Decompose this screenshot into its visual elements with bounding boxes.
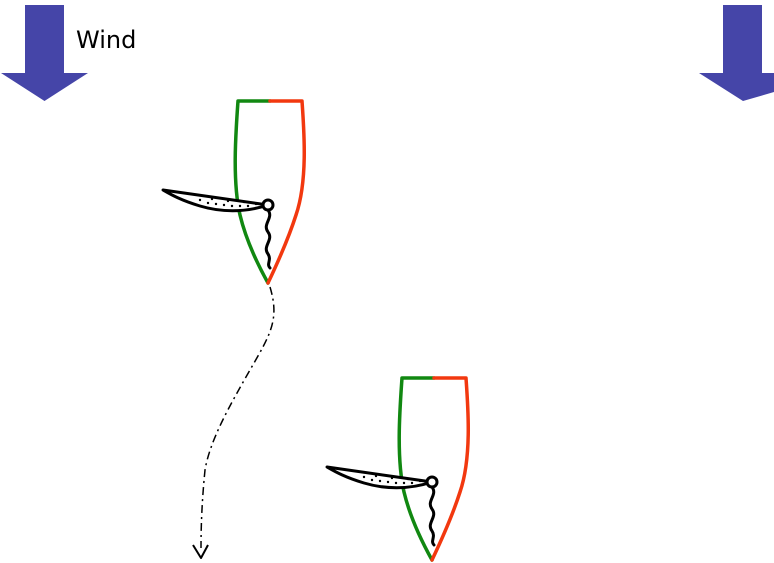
mast — [425, 475, 439, 489]
hull-port-side — [397, 376, 436, 562]
wake-squiggle — [428, 485, 436, 547]
boat-track-path — [200, 286, 275, 549]
wind-arrow-left — [1, 5, 88, 101]
sailboat-upper — [161, 99, 307, 285]
sail — [325, 465, 434, 490]
sailboat-icon — [325, 376, 471, 562]
arrowhead-icon — [192, 544, 209, 559]
down-arrow-icon — [699, 5, 774, 101]
down-arrow-icon — [1, 5, 88, 101]
hull-port-side — [233, 99, 272, 285]
wind-label: Wind — [76, 26, 136, 54]
wake-squiggle — [264, 208, 272, 270]
sail-dots — [362, 474, 422, 485]
sail-dots — [198, 197, 258, 208]
mast — [261, 198, 275, 212]
hull-starboard-side — [266, 99, 307, 285]
wind-arrow-right — [699, 5, 774, 101]
sail — [161, 188, 270, 213]
sailboat-lower — [325, 376, 471, 562]
hull-starboard-side — [430, 376, 471, 562]
sailboat-icon — [161, 99, 307, 285]
